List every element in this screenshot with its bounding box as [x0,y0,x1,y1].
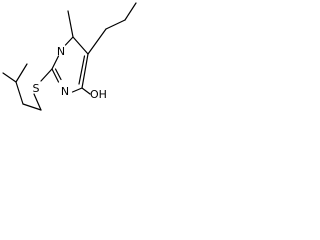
bond-c5-propyl-1 [87,28,107,55]
nitrogen-label-bottom: N [61,85,69,98]
chemical-structure: N N S OH [2,2,137,111]
bond-c2-n3-double [54,68,62,81]
substituent-bonds [2,2,137,111]
bond-c6-methyl [67,10,74,38]
bond-c2-n3 [51,68,60,83]
bond-n3-c4 [71,87,83,93]
hydroxyl-label: OH [90,88,107,101]
bond-ch-methyl-b [2,72,17,83]
bond-ch-methyl-a [15,63,28,83]
bond-propyl-3 [124,2,137,21]
sulfur-label: S [33,82,40,95]
nitrogen-label-top: N [57,45,65,58]
pyrimidine-ring [51,36,89,93]
bond-c2-s [40,68,53,82]
bond-c5-c6 [72,36,89,55]
bond-c4-c5 [81,53,89,89]
bond-ch2-ch [15,81,24,105]
bond-propyl-2 [105,19,126,30]
bond-s-ch2 [33,93,42,111]
bond-ch2-ch2 [22,103,42,111]
bond-c6-n1 [64,36,74,46]
bond-c4-c5-double [78,55,86,85]
atom-labels: N N S OH [33,45,107,101]
bond-n1-c2 [51,55,60,70]
bond-c4-oh [81,87,91,95]
